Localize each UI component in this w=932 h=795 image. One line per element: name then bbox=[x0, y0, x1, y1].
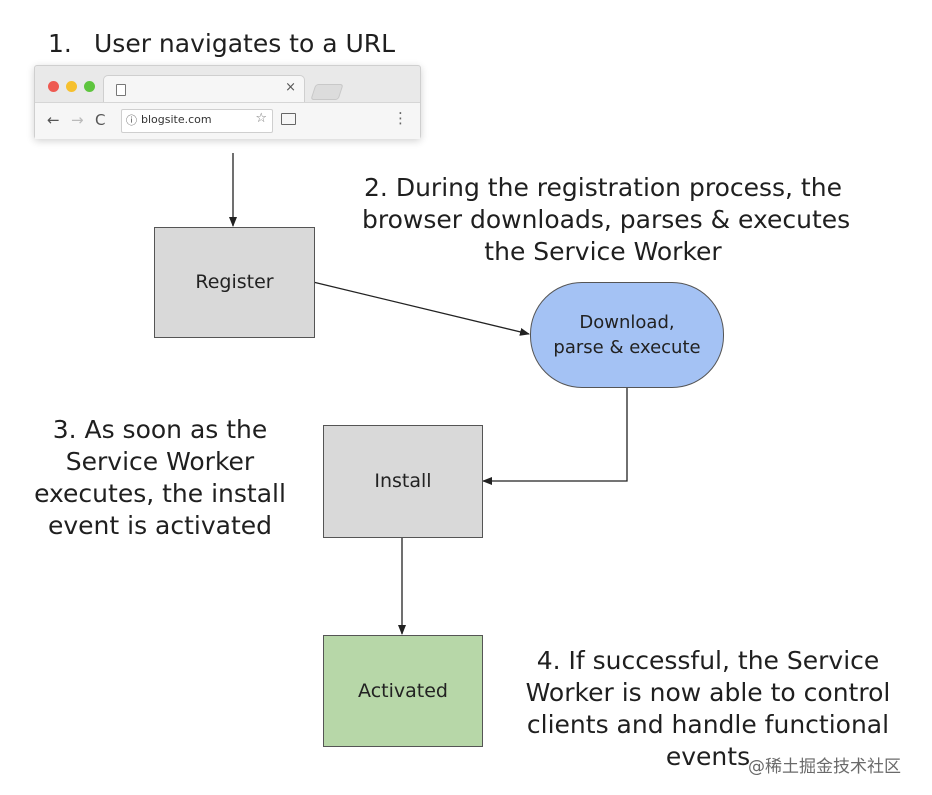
step-3-caption: 3. As soon as the Service Worker execute… bbox=[24, 414, 296, 542]
step-1-number: 1. bbox=[48, 29, 72, 58]
download-label-line-2: parse & execute bbox=[553, 337, 701, 358]
bookmark-star-icon: ☆ bbox=[255, 111, 267, 126]
step-3-line-1: 3. As soon as the bbox=[52, 415, 268, 444]
step-1-text: User navigates to a URL bbox=[94, 29, 396, 58]
step-4-line-1: 4. If successful, the Service bbox=[536, 646, 880, 675]
browser-tab: × bbox=[103, 75, 305, 103]
step-4-line-4: events bbox=[665, 742, 751, 771]
step-3-line-4: event is activated bbox=[47, 511, 273, 540]
address-bar: ⓘ blogsite.com ☆ bbox=[121, 109, 273, 133]
step-2-line-2: browser downloads, parses & executes bbox=[362, 205, 851, 234]
close-window-dot-icon bbox=[48, 81, 59, 92]
step-2-line-1: 2. During the registration process, the bbox=[364, 173, 842, 202]
register-step-box: Register bbox=[154, 227, 315, 338]
cast-icon bbox=[281, 113, 296, 125]
step-3-line-2: Service Worker bbox=[65, 447, 255, 476]
step-3-line-3: executes, the install bbox=[34, 479, 286, 508]
watermark: @稀土掘金技术社区 bbox=[748, 757, 901, 777]
browser-toolbar: ← → C ⓘ blogsite.com ☆ ⋮ bbox=[35, 102, 420, 139]
forward-arrow-icon: → bbox=[71, 111, 84, 129]
step-2-line-3: the Service Worker bbox=[484, 237, 722, 266]
download-label-line-1: Download, bbox=[579, 312, 675, 333]
install-step-box: Install bbox=[323, 425, 483, 538]
step-4-line-2: Worker is now able to control bbox=[525, 678, 891, 707]
reload-icon: C bbox=[95, 111, 106, 129]
maximize-window-dot-icon bbox=[84, 81, 95, 92]
back-arrow-icon: ← bbox=[47, 111, 60, 129]
install-label: Install bbox=[374, 470, 432, 492]
arrow-download-to-install bbox=[482, 386, 628, 485]
document-icon bbox=[116, 84, 126, 96]
step-4-caption: 4. If successful, the Service Worker is … bbox=[522, 645, 894, 773]
activated-step-box: Activated bbox=[323, 635, 483, 747]
minimize-window-dot-icon bbox=[66, 81, 77, 92]
step-1-caption: 1. User navigates to a URL bbox=[48, 28, 395, 60]
browser-tab-bar: × bbox=[35, 66, 420, 103]
step-4-line-3: clients and handle functional bbox=[526, 710, 890, 739]
arrow-register-to-download bbox=[312, 281, 530, 336]
tab-close-icon: × bbox=[285, 80, 296, 95]
browser-window-illustration: × ← → C ⓘ blogsite.com ☆ ⋮ bbox=[34, 65, 421, 139]
step-2-caption: 2. During the registration process, the … bbox=[362, 172, 851, 268]
activated-label: Activated bbox=[358, 679, 448, 702]
menu-dots-icon: ⋮ bbox=[393, 109, 408, 127]
address-bar-url: blogsite.com bbox=[141, 113, 212, 126]
info-icon: ⓘ bbox=[126, 114, 137, 127]
download-parse-execute-node: Download, parse & execute bbox=[530, 282, 724, 388]
register-label: Register bbox=[195, 271, 274, 293]
